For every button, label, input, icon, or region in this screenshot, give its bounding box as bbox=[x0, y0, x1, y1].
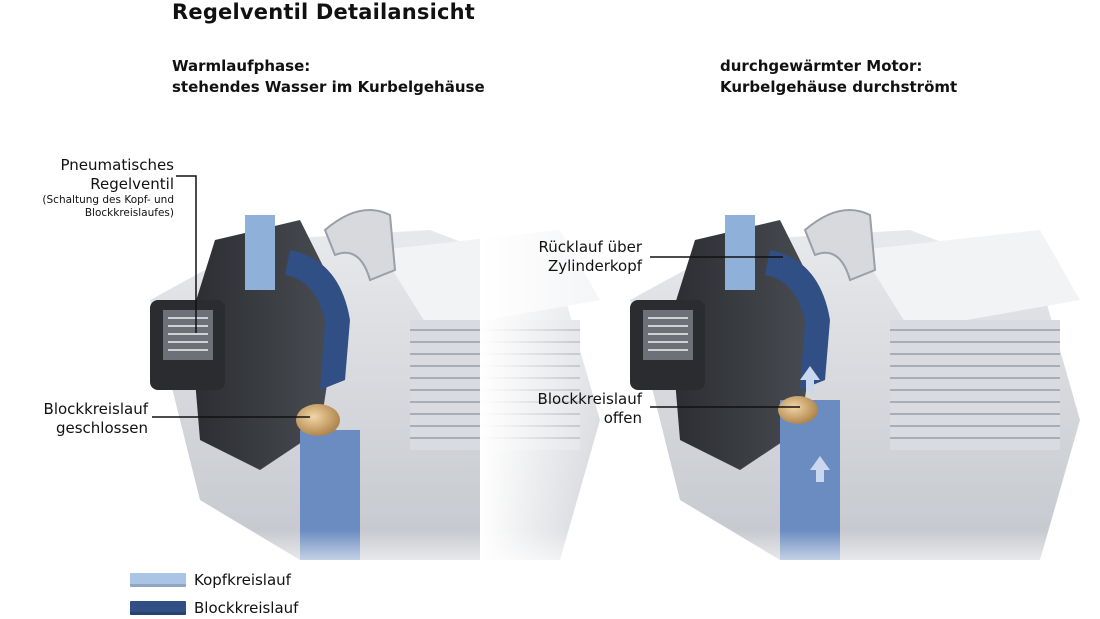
legend-label-blockkreislauf: Blockkreislauf bbox=[194, 599, 299, 617]
caption-warmup: Warmlaufphase: stehendes Wasser im Kurbe… bbox=[172, 56, 485, 98]
caption-warm-engine-line2: Kurbelgehäuse durchströmt bbox=[720, 78, 958, 96]
label-return-cylinder-head: Rücklauf über Zylinderkopf bbox=[538, 238, 642, 276]
label-block-closed-line1: Blockkreislauf bbox=[43, 400, 148, 418]
engine-right bbox=[480, 150, 1090, 580]
label-block-closed: Blockkreislauf geschlossen bbox=[44, 400, 148, 438]
label-block-closed-line2: geschlossen bbox=[55, 419, 148, 437]
label-block-open-line2: offen bbox=[603, 409, 642, 427]
legend-item-kopfkreislauf: Kopfkreislauf bbox=[130, 571, 291, 589]
label-block-open: Blockkreislauf offen bbox=[538, 390, 642, 428]
legend-label-kopfkreislauf: Kopfkreislauf bbox=[194, 571, 291, 589]
label-pneumatic-valve-note-line2: Blockkreislaufes) bbox=[84, 207, 174, 219]
page-title: Regelventil Detailansicht bbox=[172, 0, 476, 24]
label-pneumatic-valve-line2: Regelventil bbox=[90, 175, 174, 193]
caption-warm-engine-line1: durchgewärmter Motor: bbox=[720, 57, 923, 75]
leader-pneumatic-valve bbox=[176, 175, 197, 333]
legend-swatch-blockkreislauf bbox=[130, 601, 186, 615]
label-block-open-line1: Blockkreislauf bbox=[537, 390, 642, 408]
callout-leader-lines bbox=[152, 175, 800, 418]
label-return-line1: Rücklauf über bbox=[538, 238, 642, 256]
caption-warmup-line2: stehendes Wasser im Kurbelgehäuse bbox=[172, 78, 485, 96]
label-pneumatic-valve: Pneumatisches Regelventil bbox=[61, 156, 175, 194]
label-return-line2: Zylinderkopf bbox=[547, 257, 642, 275]
caption-warmup-line1: Warmlaufphase: bbox=[172, 57, 311, 75]
legend-swatch-kopfkreislauf bbox=[130, 573, 186, 587]
legend-item-blockkreislauf: Blockkreislauf bbox=[130, 599, 298, 617]
label-pneumatic-valve-note: (Schaltung des Kopf- und Blockkreislaufe… bbox=[42, 194, 174, 220]
label-pneumatic-valve-line1: Pneumatisches bbox=[60, 156, 175, 174]
caption-warm-engine: durchgewärmter Motor: Kurbelgehäuse durc… bbox=[720, 56, 957, 98]
label-pneumatic-valve-note-line1: (Schaltung des Kopf- und bbox=[42, 194, 174, 206]
